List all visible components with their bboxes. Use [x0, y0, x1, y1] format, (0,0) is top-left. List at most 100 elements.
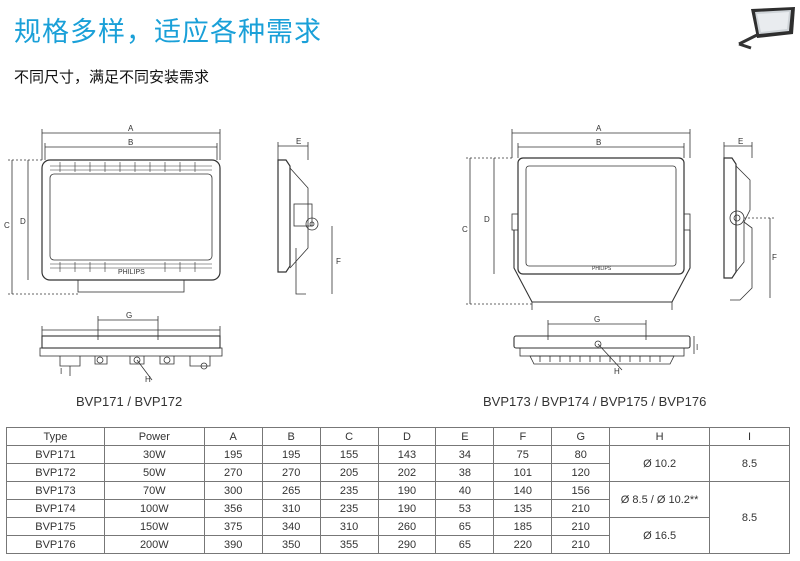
table-cell: 310	[261, 499, 321, 518]
table-cell: 265	[261, 481, 321, 500]
table-cell: 150W	[103, 517, 205, 536]
table-cell: 390	[203, 535, 263, 554]
table-cell-h: Ø 10.2	[609, 445, 711, 482]
table-cell: 205	[319, 463, 379, 482]
table-cell: 75	[493, 445, 553, 464]
table-cell: 355	[319, 535, 379, 554]
table-cell-h: Ø 8.5 / Ø 10.2**	[609, 481, 711, 518]
dim-label-f-right: F	[772, 253, 777, 262]
brand-logo-right: PHILIPS	[592, 266, 612, 272]
table-cell: 375	[203, 517, 263, 536]
table-cell: 38	[435, 463, 495, 482]
right-bottom-view: G H I	[513, 315, 698, 376]
dim-label-e-right: E	[738, 137, 743, 146]
table-cell: 290	[377, 535, 437, 554]
dim-label-c: C	[4, 221, 10, 230]
table-cell: 40	[435, 481, 495, 500]
spec-table: Type Power A B C D E F G H I BVP171 30W …	[6, 427, 790, 554]
left-bottom-view: G H I	[39, 311, 223, 384]
table-cell: 310	[319, 517, 379, 536]
table-cell: 260	[377, 517, 437, 536]
table-cell: 300	[203, 481, 263, 500]
table-cell: 135	[493, 499, 553, 518]
table-cell: BVP176	[6, 535, 105, 554]
table-cell: 100W	[103, 499, 205, 518]
left-front-view: A B PHILIPS C D	[4, 124, 221, 295]
table-cell: 190	[377, 499, 437, 518]
table-cell: 155	[319, 445, 379, 464]
table-cell: BVP171	[6, 445, 105, 464]
table-cell: 195	[203, 445, 263, 464]
col-header: D	[377, 427, 437, 446]
table-row: BVP175 150W 375 340 310 260 65 185 210 Ø…	[6, 517, 790, 554]
table-cell: BVP172	[6, 463, 105, 482]
table-cell: 202	[377, 463, 437, 482]
dim-label-g-left: G	[126, 311, 132, 320]
table-cell: 235	[319, 481, 379, 500]
table-row: BVP173 70W 300 265 235 190 40 140 156 Ø …	[6, 481, 790, 554]
dim-label-a: A	[128, 124, 134, 133]
right-drawing-caption: BVP173 / BVP174 / BVP175 / BVP176	[483, 394, 707, 409]
table-cell: 30W	[103, 445, 205, 464]
col-header: H	[609, 427, 711, 446]
table-row: BVP174 100W 356 310 235 190 53 135 210	[6, 499, 790, 518]
brand-logo-left: PHILIPS	[118, 269, 145, 276]
table-cell: 34	[435, 445, 495, 464]
dim-label-h-left: H	[145, 375, 151, 384]
col-header: Power	[103, 427, 205, 446]
table-cell: 50W	[103, 463, 205, 482]
table-cell: 340	[261, 517, 321, 536]
floodlight-product-image	[738, 7, 795, 50]
table-cell: 356	[203, 499, 263, 518]
table-row: BVP171 30W 195 195 155 143 34 75 80 Ø 10…	[6, 445, 790, 482]
table-cell: 270	[261, 463, 321, 482]
page-subtitle: 不同尺寸，满足不同安装需求	[14, 68, 210, 86]
table-cell: 350	[261, 535, 321, 554]
table-cell: 80	[551, 445, 611, 464]
col-header: I	[709, 427, 790, 446]
table-cell: 65	[435, 517, 495, 536]
col-header: Type	[6, 427, 105, 446]
dim-label-c-right: C	[462, 225, 468, 234]
table-cell-i: 8.5	[709, 481, 790, 554]
table-cell: BVP175	[6, 517, 105, 536]
table-cell: 210	[551, 499, 611, 518]
dim-label-b-right: B	[596, 138, 601, 147]
dim-label-i-left: I	[60, 367, 62, 376]
table-cell: 185	[493, 517, 553, 536]
dim-label-i-right: I	[696, 343, 698, 352]
table-cell: 140	[493, 481, 553, 500]
table-cell: BVP173	[6, 481, 105, 500]
table-cell: 190	[377, 481, 437, 500]
table-cell: 156	[551, 481, 611, 500]
dim-label-b: B	[128, 138, 133, 147]
table-cell: 210	[551, 535, 611, 554]
table-cell: 270	[203, 463, 263, 482]
right-side-view: E F	[723, 137, 777, 301]
left-drawing-caption: BVP171 / BVP172	[76, 394, 183, 409]
dim-label-h-right: H	[614, 367, 620, 376]
dim-label-e-left: E	[296, 137, 301, 146]
table-row: BVP172 50W 270 270 205 202 38 101 120	[6, 463, 790, 482]
table-cell: 200W	[103, 535, 205, 554]
table-cell: 101	[493, 463, 553, 482]
col-header: F	[493, 427, 553, 446]
dim-label-g-right: G	[594, 315, 600, 324]
col-header: B	[261, 427, 321, 446]
table-header-row: Type Power A B C D E F G H I	[6, 427, 790, 446]
table-cell: 65	[435, 535, 495, 554]
col-header: C	[319, 427, 379, 446]
col-header: A	[203, 427, 263, 446]
table-cell-h: Ø 16.5	[609, 517, 711, 554]
dim-label-f-left: F	[336, 257, 341, 266]
page-title: 规格多样，适应各种需求	[14, 17, 322, 48]
col-header: G	[551, 427, 611, 446]
table-cell: 235	[319, 499, 379, 518]
dim-label-a-right: A	[596, 124, 602, 133]
col-header: E	[435, 427, 495, 446]
table-cell: 70W	[103, 481, 205, 500]
table-cell: 210	[551, 517, 611, 536]
table-row: BVP176 200W 390 350 355 290 65 220 210	[6, 535, 790, 554]
left-side-view: E F	[277, 137, 341, 295]
table-cell-i: 8.5	[709, 445, 790, 482]
